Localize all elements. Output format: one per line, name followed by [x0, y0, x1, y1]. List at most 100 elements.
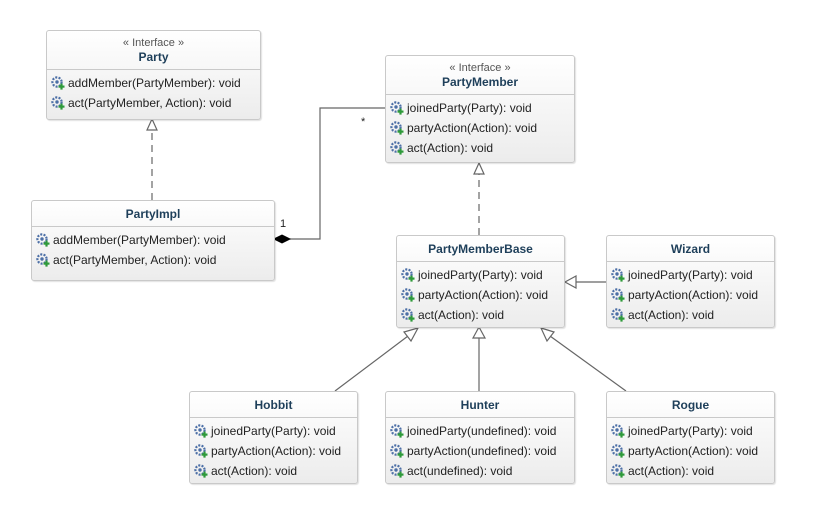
- public-method-icon: [611, 308, 625, 322]
- operation[interactable]: partyAction(Action): void: [611, 441, 770, 461]
- operation-signature: act(PartyMember, Action): void: [68, 96, 232, 110]
- operation-signature: partyAction(Action): void: [211, 444, 342, 458]
- operation[interactable]: act(Action): void: [390, 138, 570, 158]
- stereotype-label: « Interface »: [449, 62, 511, 74]
- operation[interactable]: joinedParty(Party): void: [401, 265, 560, 285]
- class-header: PartyMemberBase: [397, 236, 564, 262]
- class-partyimpl[interactable]: PartyImpl addMember(PartyMember): void a…: [31, 200, 275, 281]
- operation[interactable]: addMember(PartyMember): void: [36, 230, 270, 250]
- arrowhead-party: [146, 117, 158, 131]
- operation[interactable]: joinedParty(Party): void: [194, 421, 353, 441]
- operation[interactable]: act(PartyMember, Action): void: [51, 93, 256, 113]
- operations-list: joinedParty(Party): void partyAction(Act…: [397, 262, 564, 329]
- public-method-icon: [390, 464, 404, 478]
- class-hobbit[interactable]: Hobbit joinedParty(Party): void partyAct…: [189, 391, 358, 484]
- public-method-icon: [401, 288, 415, 302]
- public-method-icon: [51, 96, 65, 110]
- public-method-icon: [36, 233, 50, 247]
- class-partymemberbase[interactable]: PartyMemberBase joinedParty(Party): void…: [396, 235, 565, 328]
- public-method-icon: [611, 444, 625, 458]
- class-header: Hunter: [386, 392, 574, 418]
- class-name: Party: [138, 50, 169, 64]
- operation-signature: act(Action): void: [211, 464, 298, 478]
- class-header: Rogue: [607, 392, 774, 418]
- operation[interactable]: act(Action): void: [194, 461, 353, 481]
- operation-signature: act(PartyMember, Action): void: [53, 253, 217, 267]
- public-method-icon: [611, 464, 625, 478]
- operation-signature: partyAction(undefined): void: [407, 444, 557, 458]
- operations-list: joinedParty(Party): void partyAction(Act…: [386, 95, 574, 162]
- operation-signature: joinedParty(Party): void: [628, 424, 753, 438]
- public-method-icon: [194, 444, 208, 458]
- public-method-icon: [611, 268, 625, 282]
- public-method-icon: [611, 288, 625, 302]
- operation-signature: partyAction(Action): void: [628, 444, 759, 458]
- class-header: Wizard: [607, 236, 774, 262]
- class-hunter[interactable]: Hunter joinedParty(undefined): void part…: [385, 391, 575, 484]
- class-header: « Interface » PartyMember: [386, 56, 574, 95]
- operation[interactable]: act(Action): void: [611, 461, 770, 481]
- operation-signature: act(undefined): void: [407, 464, 513, 478]
- operation-signature: addMember(PartyMember): void: [68, 76, 241, 90]
- operation-signature: act(Action): void: [407, 141, 494, 155]
- operation-signature: act(Action): void: [628, 308, 715, 322]
- operation[interactable]: joinedParty(Party): void: [611, 421, 770, 441]
- public-method-icon: [390, 121, 404, 135]
- public-method-icon: [611, 424, 625, 438]
- operation-signature: act(Action): void: [418, 308, 505, 322]
- operations-list: joinedParty(Party): void partyAction(Act…: [190, 418, 357, 485]
- public-method-icon: [36, 253, 50, 267]
- operation[interactable]: partyAction(Action): void: [401, 285, 560, 305]
- operation-signature: joinedParty(Party): void: [628, 268, 753, 282]
- class-name: Wizard: [670, 242, 711, 256]
- class-header: « Interface » Party: [47, 31, 260, 70]
- operations-list: joinedParty(Party): void partyAction(Act…: [607, 418, 774, 485]
- operation[interactable]: joinedParty(undefined): void: [390, 421, 570, 441]
- operation[interactable]: act(Action): void: [401, 305, 560, 325]
- public-method-icon: [51, 76, 65, 90]
- operation[interactable]: addMember(PartyMember): void: [51, 73, 256, 93]
- operation-signature: partyAction(Action): void: [407, 121, 538, 135]
- operations-list: addMember(PartyMember): void act(PartyMe…: [32, 227, 274, 274]
- operation[interactable]: partyAction(Action): void: [390, 118, 570, 138]
- operation[interactable]: joinedParty(Party): void: [611, 265, 770, 285]
- class-name: Hobbit: [254, 398, 293, 412]
- class-party[interactable]: « Interface » Party addMember(PartyMembe…: [46, 30, 261, 120]
- public-method-icon: [194, 424, 208, 438]
- arrowhead-base-from-wizard: [563, 274, 577, 290]
- operation[interactable]: partyAction(Action): void: [611, 285, 770, 305]
- class-name: Rogue: [671, 398, 710, 412]
- class-name: PartyMember: [441, 75, 519, 89]
- operations-list: addMember(PartyMember): void act(PartyMe…: [47, 70, 260, 117]
- class-name: PartyMemberBase: [428, 242, 533, 256]
- arrowhead-base-from-rogue: [539, 327, 556, 343]
- operation[interactable]: act(PartyMember, Action): void: [36, 250, 270, 270]
- operation[interactable]: joinedParty(Party): void: [390, 98, 570, 118]
- arrowhead-partymember: [473, 161, 485, 175]
- composition-partyimpl-partymember: [290, 107, 386, 240]
- class-name: PartyImpl: [125, 207, 181, 221]
- composition-diamond: [272, 234, 292, 244]
- operation-signature: joinedParty(Party): void: [211, 424, 336, 438]
- operations-list: joinedParty(undefined): void partyAction…: [386, 418, 574, 485]
- operation[interactable]: partyAction(Action): void: [194, 441, 353, 461]
- operation-signature: act(Action): void: [628, 464, 715, 478]
- operation-signature: partyAction(Action): void: [628, 288, 759, 302]
- operation-signature: joinedParty(undefined): void: [407, 424, 557, 438]
- operation[interactable]: act(undefined): void: [390, 461, 570, 481]
- class-header: Hobbit: [190, 392, 357, 418]
- operation-signature: addMember(PartyMember): void: [53, 233, 226, 247]
- public-method-icon: [401, 268, 415, 282]
- multiplicity-impl-end: 1: [280, 218, 287, 230]
- class-rogue[interactable]: Rogue joinedParty(Party): void partyActi…: [606, 391, 775, 484]
- operation[interactable]: act(Action): void: [611, 305, 770, 325]
- public-method-icon: [390, 141, 404, 155]
- class-header: PartyImpl: [32, 201, 274, 227]
- operations-list: joinedParty(Party): void partyAction(Act…: [607, 262, 774, 329]
- operation[interactable]: partyAction(undefined): void: [390, 441, 570, 461]
- public-method-icon: [401, 308, 415, 322]
- public-method-icon: [390, 444, 404, 458]
- class-wizard[interactable]: Wizard joinedParty(Party): void partyAct…: [606, 235, 775, 328]
- multiplicity-member-end: *: [361, 116, 366, 128]
- class-partymember[interactable]: « Interface » PartyMember joinedParty(Pa…: [385, 55, 575, 163]
